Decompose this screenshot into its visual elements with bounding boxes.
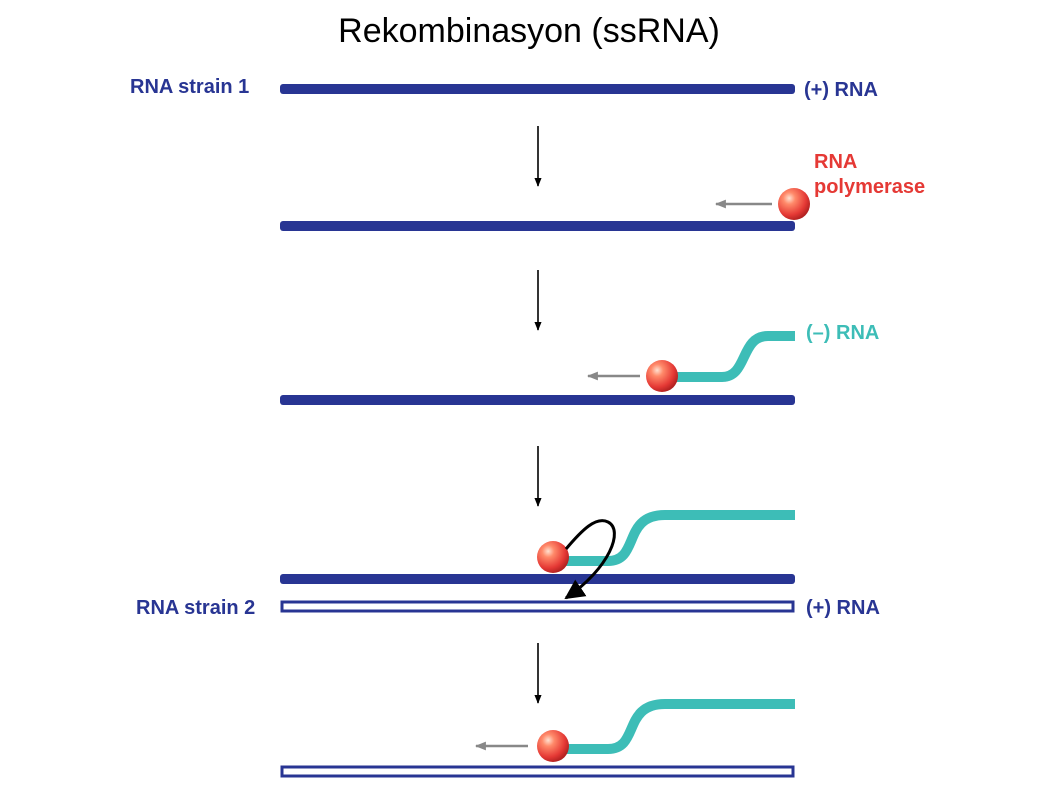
page-title: Rekombinasyon (ssRNA)	[338, 12, 720, 50]
label-plus-rna-top: (+) RNA	[804, 79, 878, 101]
label-rna-polymerase: RNA polymerase	[814, 151, 926, 198]
rna-strain-1-bar-step1	[280, 84, 795, 94]
rna-strain-1-bar-step4	[280, 574, 795, 584]
polymerase-sphere	[778, 188, 810, 220]
rna-strain-2-bar-step4	[280, 600, 795, 613]
label-minus-rna: (–) RNA	[806, 322, 880, 344]
label-rna-strain-1: RNA strain 1	[130, 76, 250, 98]
minus-strand-step4	[556, 510, 795, 566]
polymerase-sphere	[646, 360, 678, 392]
minus-strand-step5	[556, 699, 795, 754]
label-rna-strain-2: RNA strain 2	[136, 597, 256, 619]
rna-strain-1-bar-step2	[280, 221, 795, 231]
minus-strand-step3	[668, 331, 795, 382]
polymerase-sphere	[537, 730, 569, 762]
rna-strain-2-bar-step5	[280, 765, 795, 778]
template-switch-arrow	[564, 519, 616, 600]
rna-strain-1-bar-step3	[280, 395, 795, 405]
polymerase-sphere	[537, 541, 569, 573]
label-plus-rna-bottom: (+) RNA	[806, 597, 880, 619]
